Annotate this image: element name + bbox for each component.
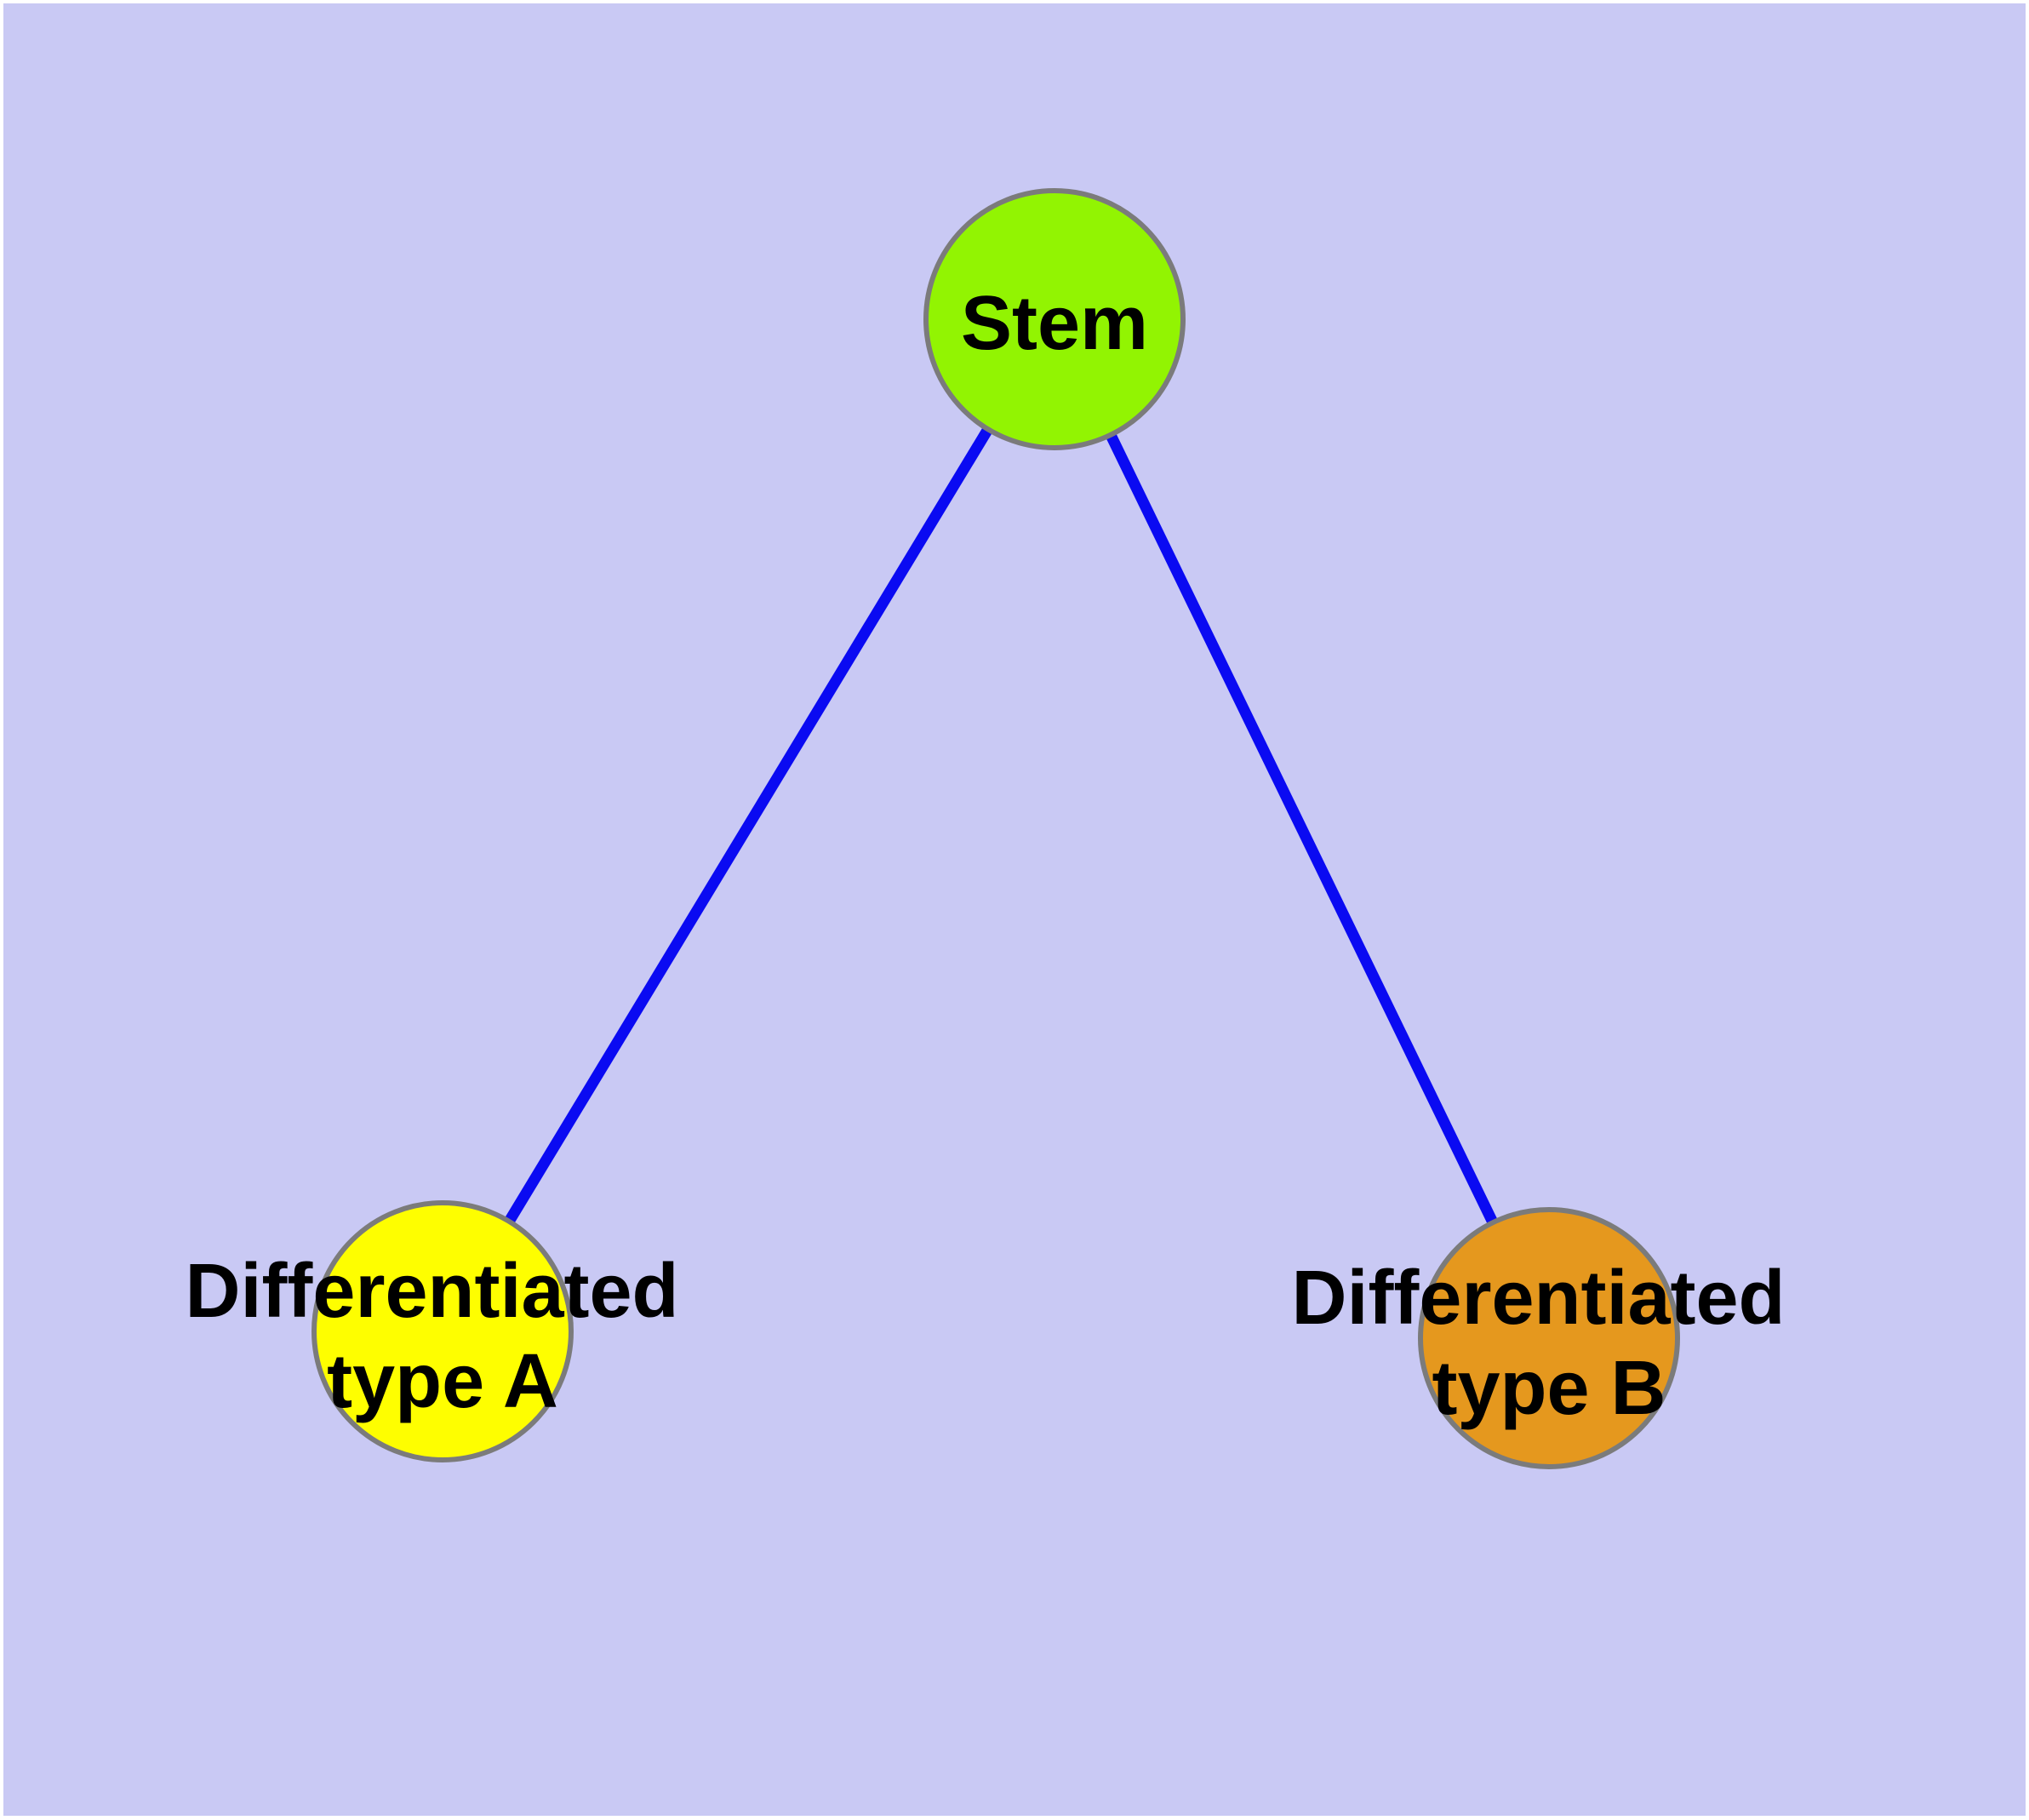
node-type-b-label: Differentiated type B [1291, 1256, 1806, 1431]
node-differentiated-type-b: Differentiated type B [1291, 1207, 1806, 1469]
node-type-b-circle [1418, 1207, 1680, 1469]
node-type-a-circle [311, 1200, 574, 1462]
node-type-a-label-line-1: Differentiated [185, 1249, 678, 1334]
node-type-b-label-line-2: type B [1432, 1346, 1666, 1431]
node-stem-circle [923, 188, 1186, 450]
node-stem: Stem [923, 188, 1186, 450]
edge-stem-to-type-a [437, 316, 1060, 1335]
node-stem-label: Stem [961, 281, 1148, 366]
node-type-b-label-line-1: Differentiated [1291, 1256, 1785, 1341]
node-type-a-label: Differentiated type A [185, 1249, 700, 1424]
node-differentiated-type-a: Differentiated type A [185, 1200, 700, 1462]
edge-stem-to-type-b [1049, 317, 1554, 1341]
node-type-a-label-line-2: type A [327, 1339, 558, 1424]
edges [437, 316, 1554, 1341]
